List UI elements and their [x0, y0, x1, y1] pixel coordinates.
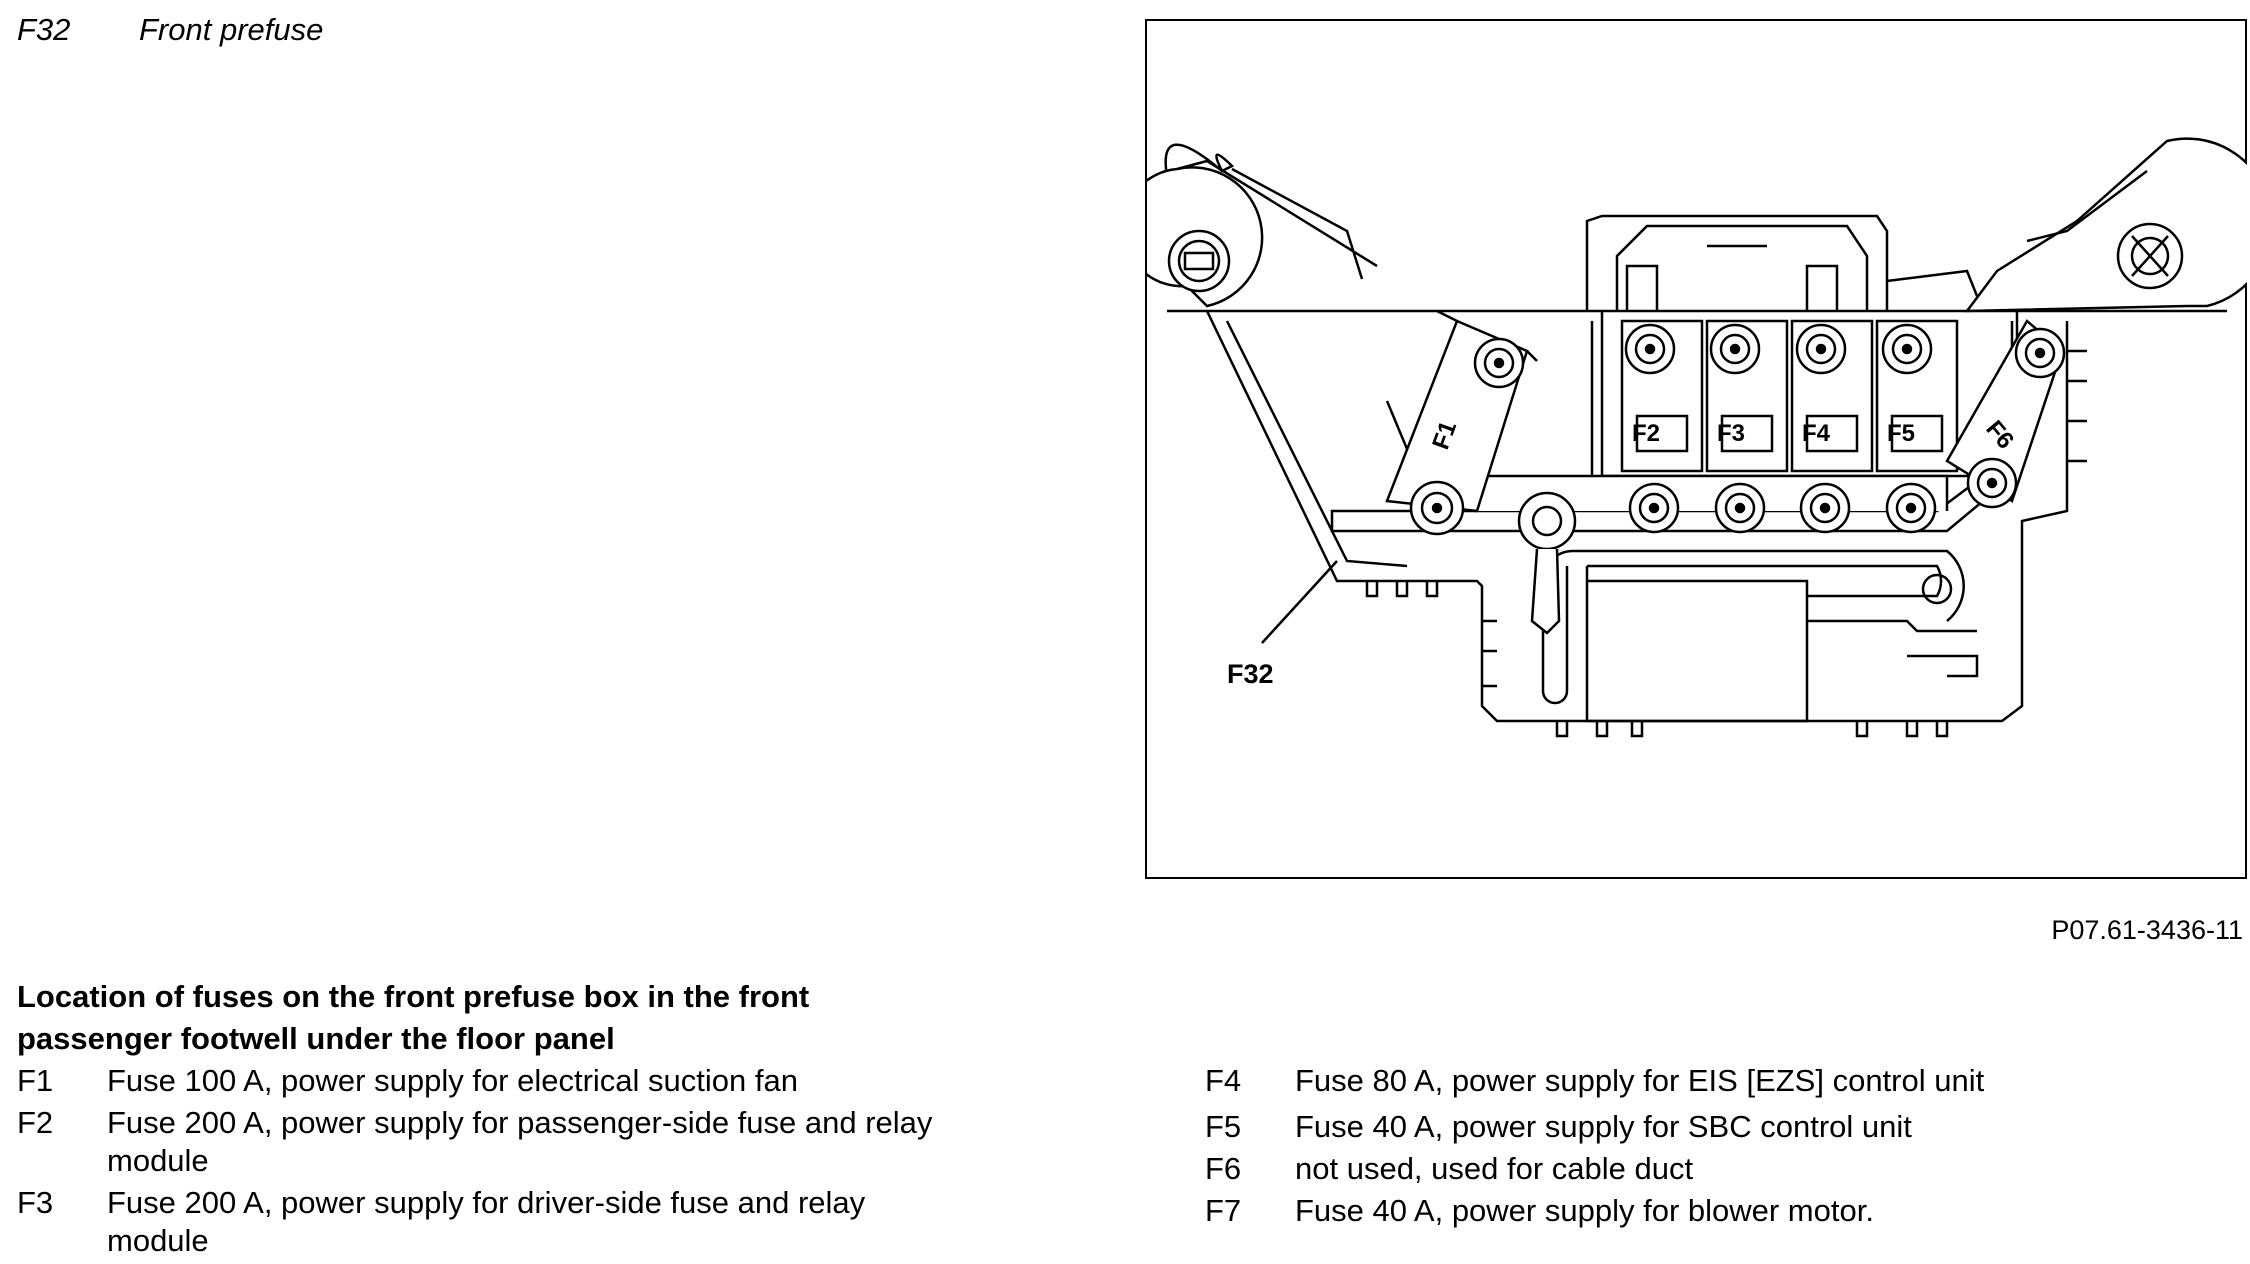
list-item: F6 not used, used for cable duct — [1205, 1150, 2235, 1188]
f32-leader-line — [1261, 560, 1338, 644]
fuse-code: F1 — [17, 1063, 54, 1098]
list-item: F1 Fuse 100 A, power supply for electric… — [17, 1062, 1097, 1100]
fuse-description: Fuse 100 A, power supply for electrical … — [107, 1063, 798, 1098]
fuse-description: Fuse 200 A, power supply for driver-side… — [107, 1185, 866, 1258]
fuse-code: F2 — [17, 1105, 54, 1140]
label-f5: F5 — [1887, 420, 1915, 447]
left-mounting-bracket — [1147, 143, 1378, 308]
fuse-description: not used, used for cable duct — [1295, 1151, 1694, 1186]
fuse-list-left: F1 Fuse 100 A, power supply for electric… — [17, 1062, 1097, 1264]
list-item: F7 Fuse 40 A, power supply for blower mo… — [1205, 1192, 2235, 1230]
box-body — [1205, 310, 2087, 738]
fuse-code: F5 — [1205, 1109, 1242, 1144]
fuse-code: F7 — [1205, 1193, 1242, 1228]
fuse-description: Fuse 80 A, power supply for EIS [EZS] co… — [1295, 1063, 1985, 1098]
figure-reference: P07.61-3436-11 — [2051, 915, 2243, 945]
label-f4: F4 — [1802, 420, 1831, 447]
lower-relay — [1541, 549, 1979, 723]
fuse-description: Fuse 40 A, power supply for SBC control … — [1295, 1109, 1912, 1144]
list-item: F3 Fuse 200 A, power supply for driver-s… — [17, 1184, 1097, 1260]
fuse-code: F6 — [1205, 1151, 1242, 1186]
page-title: Front prefuse — [139, 12, 324, 47]
label-f32: F32 — [1227, 659, 1274, 689]
terminal-bolts — [1409, 323, 2066, 536]
top-housing — [1585, 214, 1979, 311]
label-f3: F3 — [1717, 420, 1745, 447]
right-mounting-bracket — [1964, 137, 2247, 313]
list-item: F5 Fuse 40 A, power supply for SBC contr… — [1205, 1108, 2235, 1146]
fuse-description: Fuse 200 A, power supply for passenger-s… — [107, 1105, 933, 1178]
fuse-code: F4 — [1205, 1063, 1242, 1098]
fuse-list-right: F4 Fuse 80 A, power supply for EIS [EZS]… — [1205, 1062, 2235, 1234]
prefuse-box-diagram: F32 F2 F3 F4 F5 F1 F6 — [1145, 19, 2247, 879]
fuse-bodies — [1620, 319, 1959, 473]
list-item: F2 Fuse 200 A, power supply for passenge… — [17, 1104, 1097, 1180]
fuse-code: F3 — [17, 1185, 54, 1220]
fuse-description: Fuse 40 A, power supply for blower motor… — [1295, 1193, 1874, 1228]
list-item: F4 Fuse 80 A, power supply for EIS [EZS]… — [1205, 1062, 2235, 1100]
label-f2: F2 — [1632, 420, 1660, 447]
ground-terminal — [1517, 491, 1577, 635]
section-heading: Location of fuses on the front prefuse b… — [17, 979, 810, 1056]
page-code: F32 — [17, 12, 71, 47]
